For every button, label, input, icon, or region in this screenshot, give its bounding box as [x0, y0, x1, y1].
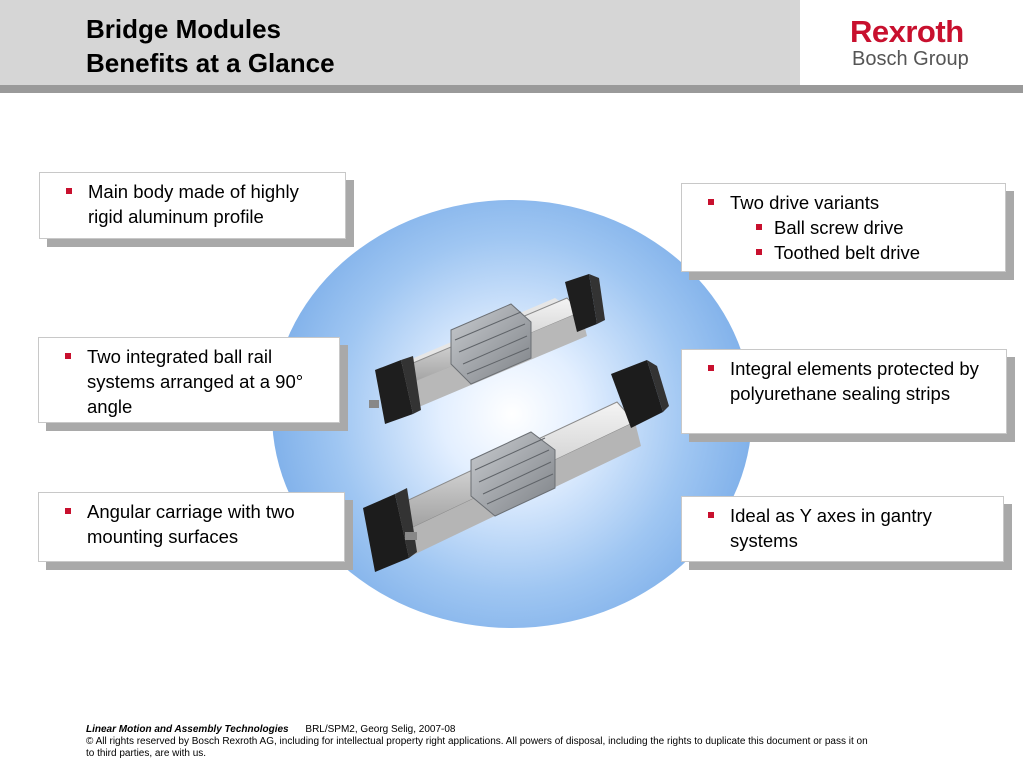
drive-variant-ball-screw: Ball screw drive [694, 215, 995, 240]
title-line-2: Benefits at a Glance [86, 48, 335, 78]
lower-module [363, 360, 669, 572]
benefit-main-body: Main body made of highly rigid aluminum … [52, 179, 335, 229]
callout-drive-variants: Two drive variants Ball screw drive Toot… [681, 183, 1014, 280]
callout-ball-rail: Two integrated ball rail systems arrange… [38, 337, 348, 431]
upper-module [369, 274, 605, 424]
logo-group: Bosch Group [852, 48, 969, 70]
footer-company: Linear Motion and Assembly Technologies [86, 724, 289, 735]
header-bar: Bridge Modules Benefits at a Glance [0, 0, 800, 85]
drive-variant-toothed-belt: Toothed belt drive [694, 240, 995, 265]
callout-angular-carriage: Angular carriage with two mounting surfa… [38, 492, 353, 570]
benefit-drive-variants: Two drive variants [694, 190, 995, 215]
footer: Linear Motion and Assembly Technologies … [86, 724, 876, 760]
footer-reference: BRL/SPM2, Georg Selig, 2007-08 [305, 724, 456, 735]
benefit-sealing-strips: Integral elements protected by polyureth… [694, 356, 996, 406]
benefit-y-axes: Ideal as Y axes in gantry systems [694, 503, 993, 553]
benefit-angular-carriage: Angular carriage with two mounting surfa… [51, 499, 334, 549]
callout-main-body: Main body made of highly rigid aluminum … [39, 172, 354, 247]
logo-brand: Rexroth [850, 14, 964, 49]
logo: Rexroth Bosch Group [802, 0, 1023, 85]
page-title: Bridge Modules Benefits at a Glance [86, 12, 335, 80]
bridge-module-illustration [363, 274, 669, 572]
footer-line-1: Linear Motion and Assembly Technologies … [86, 724, 876, 736]
header-divider [0, 85, 1023, 93]
benefit-ball-rail: Two integrated ball rail systems arrange… [51, 344, 329, 419]
callout-y-axes: Ideal as Y axes in gantry systems [681, 496, 1012, 570]
title-line-1: Bridge Modules [86, 14, 282, 44]
callout-sealing-strips: Integral elements protected by polyureth… [681, 349, 1015, 442]
footer-copyright: © All rights reserved by Bosch Rexroth A… [86, 736, 868, 759]
